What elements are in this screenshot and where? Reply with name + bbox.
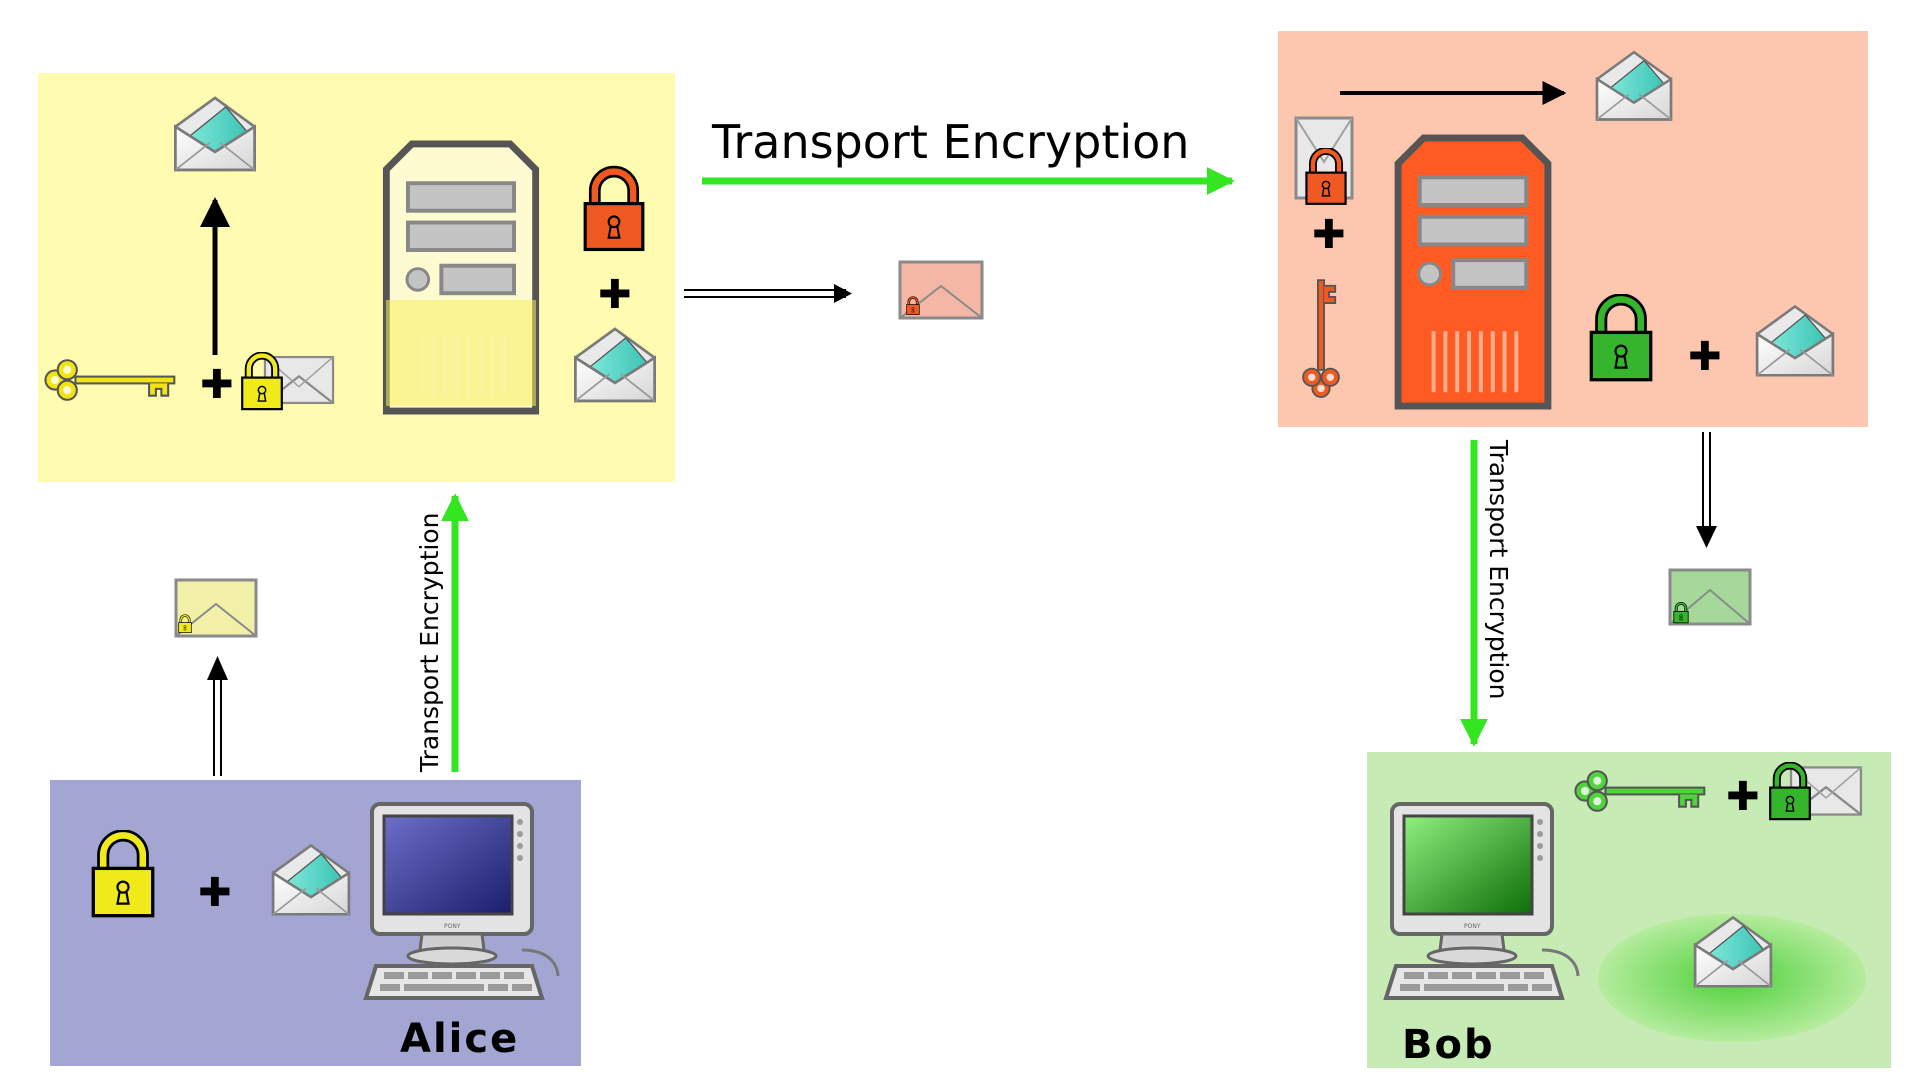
bob-computer-icon: PONY xyxy=(1384,802,1580,1000)
plus-sign: ✚ xyxy=(598,272,632,318)
locked-envelope-icon xyxy=(1294,116,1354,204)
alice-computer-icon: PONY xyxy=(364,802,560,1000)
encrypted-envelope-icon xyxy=(1668,568,1752,626)
orange-server-tower-icon xyxy=(1398,138,1548,406)
plus-sign: ✚ xyxy=(198,870,232,916)
alice-server-panel xyxy=(38,73,675,482)
transport-encryption-label: Transport Encryption xyxy=(1484,439,1513,699)
svg-text:PONY: PONY xyxy=(1464,923,1481,930)
double-arrow-icon xyxy=(684,284,852,303)
transport-encryption-label: Transport Encryption xyxy=(415,513,444,773)
plus-sign: ✚ xyxy=(1726,774,1760,820)
plus-sign: ✚ xyxy=(1312,212,1346,258)
plus-sign: ✚ xyxy=(200,362,234,408)
yellow-tower-bottom xyxy=(386,300,536,406)
double-arrow-icon xyxy=(1696,432,1717,548)
alice-label: Alice xyxy=(400,1016,519,1062)
bob-label: Bob xyxy=(1402,1022,1495,1068)
double-arrow-icon xyxy=(207,656,228,776)
transport-encryption-label: Transport Encryption xyxy=(711,115,1189,169)
svg-text:PONY: PONY xyxy=(444,923,461,930)
encrypted-envelope-icon xyxy=(174,578,258,638)
plus-sign: ✚ xyxy=(1688,334,1722,380)
encrypted-envelope-icon xyxy=(898,260,984,320)
